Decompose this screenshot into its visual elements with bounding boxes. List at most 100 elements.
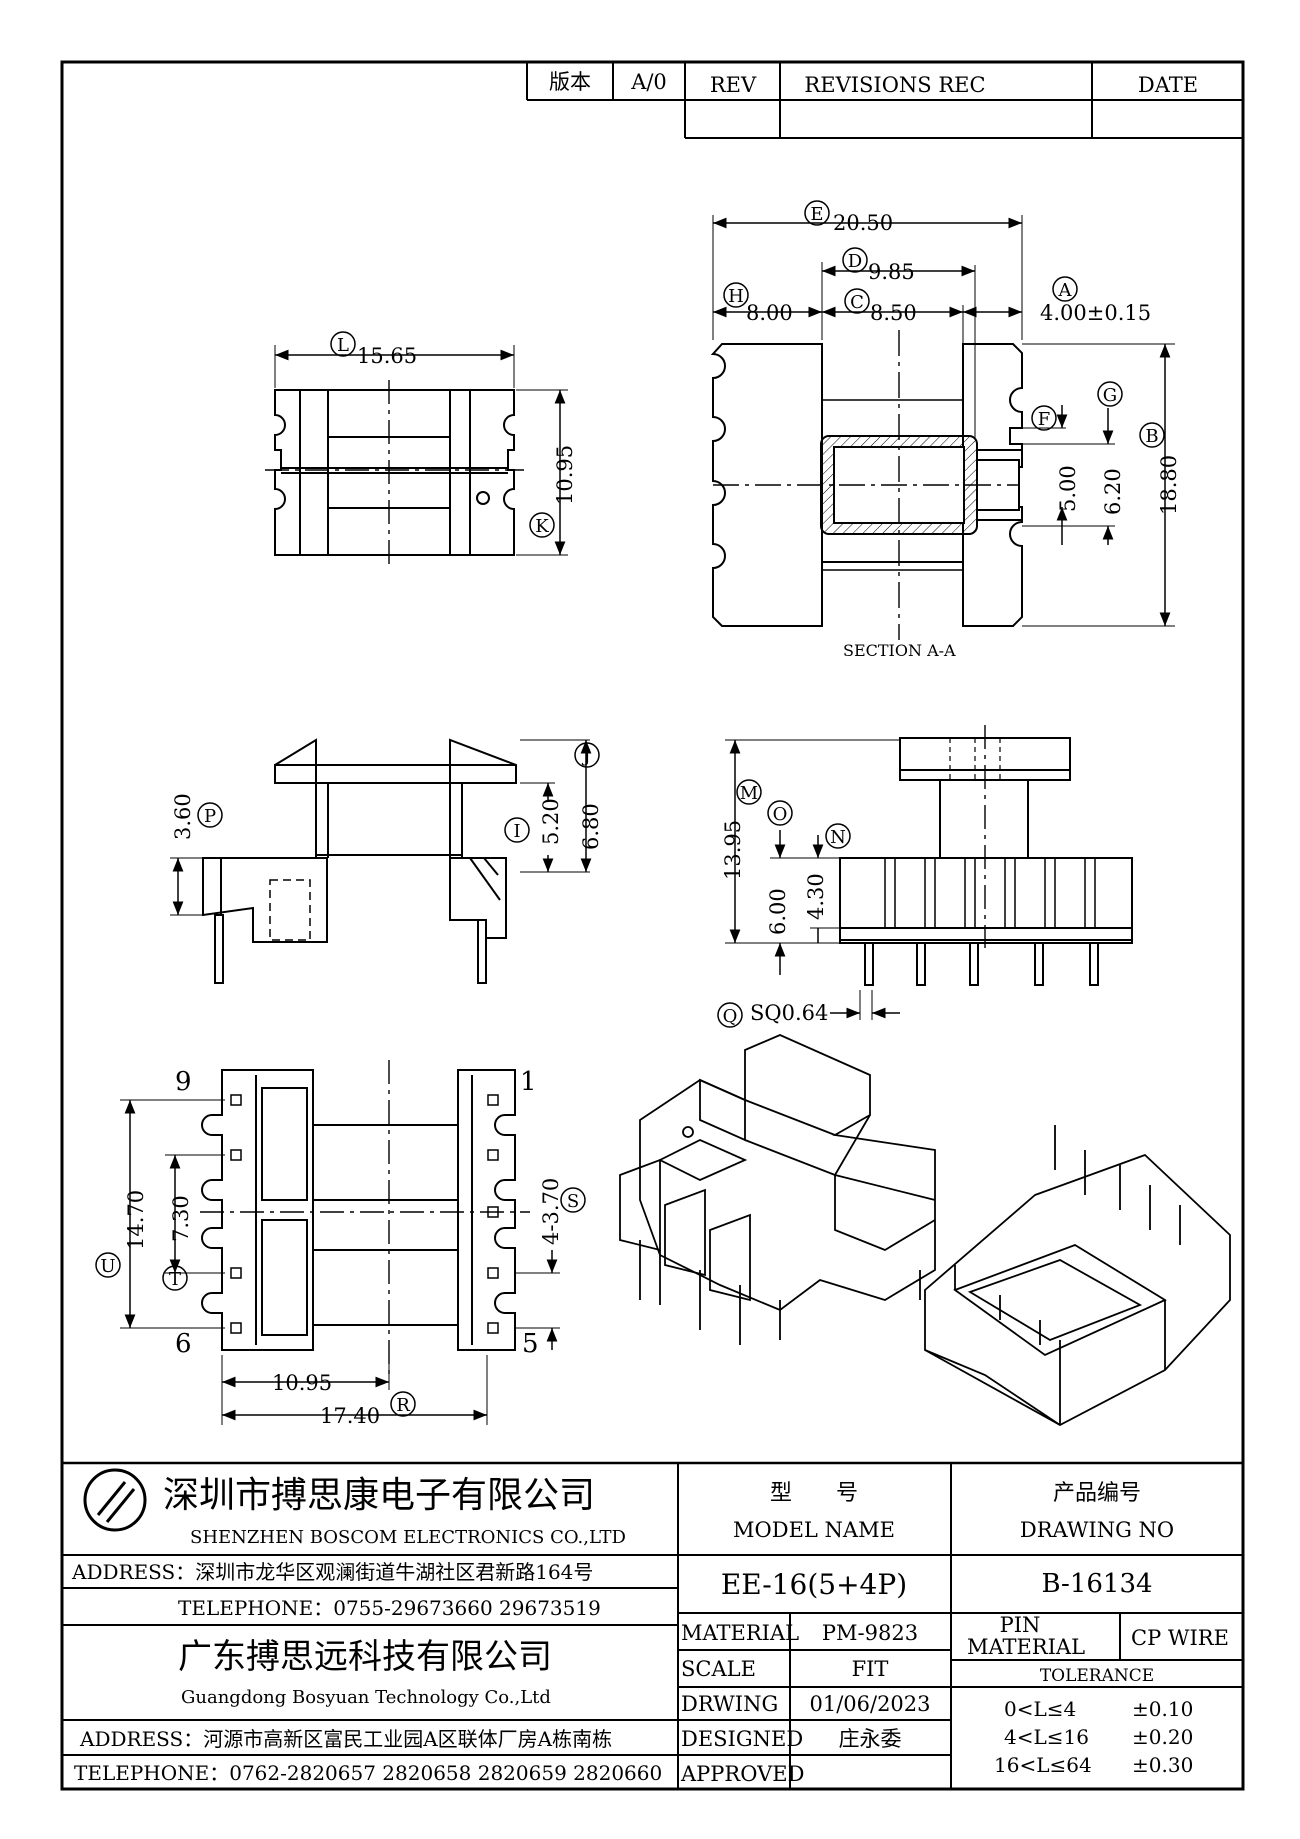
svg-text:L: L [337,335,349,356]
material-value: PM-9823 [822,1621,918,1645]
section-caption: SECTION A-A [843,641,956,660]
ref-letter-J: J [574,742,600,768]
company2-name-en: Guangdong Bosyuan Technology Co.,Ltd [181,1687,551,1708]
ref-letter-M: M [736,779,762,805]
svg-text:O: O [773,804,788,825]
iso-view-top [619,1034,936,1345]
svg-text:G: G [1103,385,1117,406]
dim-D-value: 9.85 [868,260,915,284]
approved-label: APPROVED [680,1762,804,1786]
title-block: 深圳市搏思康电子有限公司 SHENZHEN BOSCOM ELECTRONICS… [62,1461,1243,1789]
iso-view-bottom [924,1125,1231,1427]
svg-text:E: E [810,204,823,225]
dim-H-value: 8.00 [746,301,793,325]
dim-R-value: 17.40 [320,1404,380,1428]
svg-text:N: N [830,827,846,848]
ref-letter-I: I [504,817,530,843]
top-view: 15.65 10.95 [265,344,577,565]
company2-name-cn: 广东搏思远科技有限公司 [178,1637,552,1677]
section-view: 20.50 9.85 8.00 8.50 4.00±0.15 5.00 6.20… [710,211,1181,660]
model-name-en: MODEL NAME [733,1518,895,1542]
pin-material-label-1: PIN [1000,1613,1041,1637]
rev-header: REV [710,73,757,97]
ref-letter-L: L [330,331,356,357]
svg-text:Q: Q [723,1006,738,1027]
ref-letter-H: H [723,282,749,308]
ref-letter-Q: Q [717,1002,743,1028]
side-view-pin-left [214,914,224,984]
ref-letter-G: G [1097,381,1123,407]
svg-text:R: R [396,1395,410,1416]
bottom-view-pin-squares [230,1094,499,1334]
svg-text:J: J [581,746,590,767]
company1-name-en: SHENZHEN BOSCOM ELECTRONICS CO.,LTD [190,1527,626,1548]
pin-label-1: 1 [520,1067,537,1097]
tolerance-value-2: ±0.20 [1132,1725,1193,1749]
bottom-view-left-flange [201,1069,314,1351]
material-label: MATERIAL [681,1621,799,1645]
designed-label: DESIGNED [681,1727,803,1751]
drawing-no-en: DRAWING NO [1020,1518,1174,1542]
dim-K-value: 10.95 [553,445,577,505]
front-view-pins [864,942,1099,986]
drwing-label: DRWING [681,1692,778,1716]
svg-text:M: M [740,783,758,804]
drawing-no-value: B-16134 [1041,1569,1152,1599]
date-header: DATE [1138,73,1198,97]
dim-Q-value: SQ0.64 [750,1001,828,1025]
ref-letter-K: K [529,512,555,538]
bottom-view: 14.70 7.30 4-3.70 10.95 17.40 9 1 6 5 [120,1060,563,1428]
side-view-pin-right [477,919,487,984]
company1-name-cn: 深圳市搏思康电子有限公司 [163,1475,595,1516]
tolerance-range-1: 0<L≤4 [1004,1697,1076,1721]
company-logo [83,1468,147,1532]
top-view-marker-dot [476,491,490,505]
dim-M-value: 13.95 [721,820,745,880]
svg-text:I: I [513,821,520,842]
svg-text:H: H [728,286,744,307]
dim-A-value: 4.00±0.15 [1040,301,1151,325]
ref-letter-O: O [767,800,793,826]
dim-W-value: 10.95 [272,1371,332,1395]
dim-O-value: 6.00 [766,888,790,935]
outer-frame [60,60,1245,1791]
company2-telephone: TELEPHONE：0762-2820657 2820658 2820659 2… [74,1761,662,1785]
revision-block: 版本 A/0 REV REVISIONS REC DATE [526,62,1243,139]
tolerance-label: TOLERANCE [1040,1666,1154,1686]
dim-N-value: 4.30 [804,873,828,920]
dim-L-value: 15.65 [357,344,417,368]
top-view-outline [274,389,515,556]
company1-telephone: TELEPHONE：0755-29673660 29673519 [178,1596,601,1620]
tolerance-value-3: ±0.30 [1132,1753,1193,1777]
pin-label-6: 6 [175,1329,192,1359]
company1-address: ADDRESS：深圳市龙华区观澜街道牛湖社区君新路164号 [71,1560,593,1584]
front-view-base [839,857,1133,944]
svg-text:F: F [1038,409,1051,430]
dim-G-value: 6.20 [1101,468,1125,515]
dim-C-value: 8.50 [870,301,917,325]
pin-label-9: 9 [175,1067,192,1097]
dim-I-value: 5.20 [539,798,563,845]
drwing-value: 01/06/2023 [809,1692,930,1716]
revisions-header: REVISIONS REC [804,73,985,97]
ref-letter-N: N [825,823,851,849]
edition-value: A/0 [630,70,667,94]
reference-letters: E D H C A G F B L K J P I M O N Q S T U … [95,200,1165,1417]
ref-letter-S: S [560,1187,586,1213]
ref-letter-R: R [390,1391,416,1417]
ref-letter-U: U [95,1252,121,1278]
svg-text:T: T [169,1269,181,1290]
dim-P-value: 3.60 [171,793,195,840]
ref-letter-B: B [1139,422,1165,448]
tolerance-value-1: ±0.10 [1132,1697,1193,1721]
svg-text:U: U [100,1256,115,1277]
scale-value: FIT [852,1657,889,1681]
pin-material-label-2: MATERIAL [967,1635,1085,1659]
side-view: 3.60 5.20 6.80 [170,738,603,984]
section-outline [710,343,1023,627]
dim-B-value: 18.80 [1157,455,1181,515]
company2-address: ADDRESS：河源市高新区富民工业园A区联体厂房A栋南栋 [79,1727,612,1751]
dim-J-value: 6.80 [579,803,603,850]
designed-value: 庄永委 [839,1727,902,1751]
